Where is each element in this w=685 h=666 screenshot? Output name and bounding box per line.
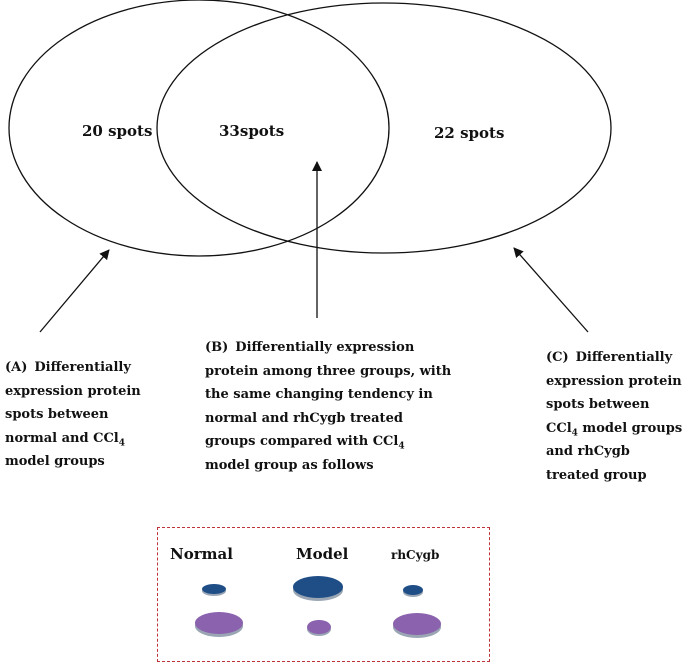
spot-rhcygb-row2: [393, 613, 441, 635]
note-a-line-2: expression protein: [5, 383, 141, 399]
legend-header-rhcygb: rhCygb: [391, 548, 440, 562]
spot-model-row2: [307, 620, 331, 634]
note-c-line-2: expression protein: [546, 373, 682, 389]
note-a-line-3: spots between: [5, 407, 109, 422]
note-a: (A) Differentially expression protein spo…: [5, 356, 141, 474]
note-b-line-4: normal and rhCygb treated: [205, 410, 403, 426]
note-a-line-4: normal and CCl4: [5, 430, 126, 449]
arrow-a: [39, 249, 110, 333]
note-c-line-5: and rhCygb: [546, 444, 630, 459]
right-count-label: 22 spots: [434, 124, 504, 142]
overlap-count-label: 33spots: [219, 122, 284, 140]
left-count-label: 20 spots: [82, 122, 152, 140]
note-b-tag: (B): [205, 340, 229, 355]
note-a-line-1: Differentially: [34, 360, 131, 375]
note-b-line-1: Differentially expression: [235, 340, 415, 355]
arrow-c: [513, 247, 589, 333]
legend-spot-row-2: [195, 612, 441, 638]
spot-rhcygb-row1: [403, 585, 423, 595]
legend-spot-row-1: [202, 576, 423, 601]
left-circle: [8, 0, 390, 257]
note-c-line-3: spots between: [546, 397, 650, 412]
right-circle: [156, 2, 612, 254]
note-c-line-1: Differentially: [575, 350, 673, 365]
legend-header-normal: Normal: [170, 545, 233, 563]
note-b-line-3: the same changing tendency in: [205, 387, 433, 402]
note-a-tag: (A): [5, 360, 28, 375]
spot-normal-row1: [202, 584, 226, 594]
note-b-line-5: groups compared with CCl4: [205, 434, 405, 452]
note-b-line-2: protein among three groups, with: [205, 363, 452, 379]
note-c-line-6: treated group: [546, 467, 647, 483]
spot-model-row1: [293, 576, 343, 598]
note-a-line-5: model groups: [5, 454, 105, 469]
note-b: (B) Differentially expression protein amo…: [205, 336, 451, 477]
note-c-tag: (C): [546, 350, 569, 365]
spot-normal-row2: [195, 612, 243, 634]
note-c-line-4: CCl4 model groups: [546, 420, 683, 439]
note-b-line-6: model group as follows: [205, 457, 374, 473]
legend-header-model: Model: [296, 545, 349, 563]
note-c: (C) Differentially expression protein spo…: [546, 346, 682, 487]
legend-box: [157, 527, 490, 662]
